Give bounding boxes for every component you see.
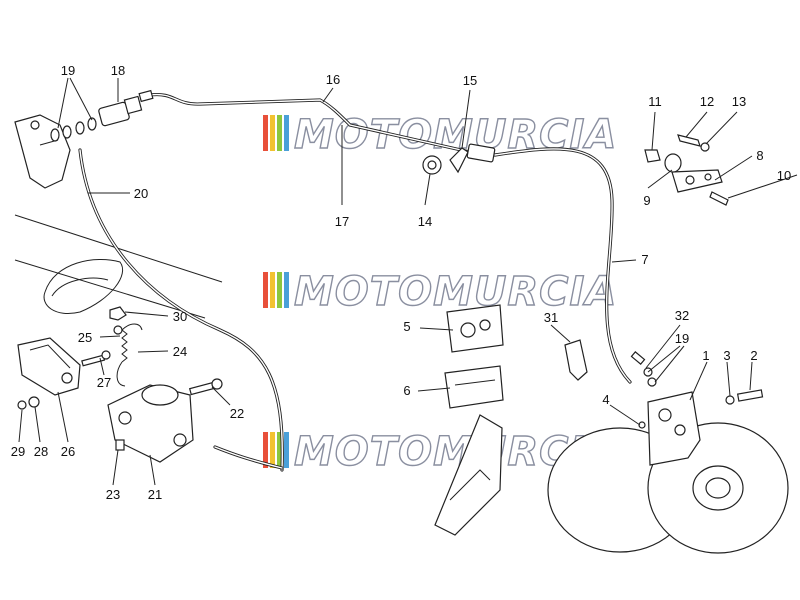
watermark-stripe <box>263 272 268 308</box>
callout-17: 17 <box>335 214 349 229</box>
rear-caliper <box>107 384 194 463</box>
watermark-stripe <box>263 115 268 151</box>
callout-32: 32 <box>675 308 689 323</box>
callout-31: 31 <box>544 310 558 325</box>
callout-15: 15 <box>463 73 477 88</box>
bolt-22 <box>188 378 223 396</box>
callout-labels: 1 2 3 4 5 6 7 8 9 10 11 12 13 14 15 16 1… <box>11 63 791 502</box>
caliper-bolt-2 <box>725 389 764 405</box>
callout-13: 13 <box>732 94 746 109</box>
watermark-stripe <box>277 432 282 468</box>
watermark-stripe <box>277 272 282 308</box>
pad-kit-large <box>434 414 503 536</box>
callout-18: 18 <box>111 63 125 78</box>
bolt-27 <box>81 350 111 367</box>
callout-10: 10 <box>777 168 791 183</box>
nut-30 <box>109 306 127 335</box>
callout-21: 21 <box>148 487 162 502</box>
pad-kit-5 <box>446 304 504 353</box>
callout-27: 27 <box>97 375 111 390</box>
rear-reservoir <box>14 114 71 189</box>
watermark-text: MOTOMURCIA <box>294 112 617 158</box>
callout-5: 5 <box>403 319 410 334</box>
brake-light-switch <box>98 89 154 127</box>
watermark-stripe <box>277 115 282 151</box>
hose-fitting-15 <box>449 143 496 174</box>
bracket-31 <box>564 339 588 381</box>
watermark-stripe <box>270 272 275 308</box>
frame-outline <box>14 214 223 319</box>
leader-lines <box>18 77 798 486</box>
watermark-stripe <box>263 432 268 468</box>
nut-washers-28-29 <box>17 396 40 410</box>
caliper-bracket-26 <box>17 337 81 396</box>
spring-24 <box>116 323 143 387</box>
callout-6: 6 <box>403 383 410 398</box>
callout-8: 8 <box>756 148 763 163</box>
grommet-14 <box>422 155 442 175</box>
callout-1: 1 <box>702 348 709 363</box>
watermark-stripe <box>270 115 275 151</box>
watermark-stripe <box>270 432 275 468</box>
hose-bracket <box>644 134 729 206</box>
callout-29: 29 <box>11 444 25 459</box>
callout-9: 9 <box>643 193 650 208</box>
callout-19-upper: 19 <box>61 63 75 78</box>
callout-19-lower: 19 <box>675 331 689 346</box>
brake-hoses <box>78 92 632 472</box>
front-caliper <box>647 391 701 466</box>
callout-2: 2 <box>750 348 757 363</box>
callout-25: 25 <box>78 330 92 345</box>
callout-20: 20 <box>134 186 148 201</box>
callout-3: 3 <box>723 348 730 363</box>
watermark-stripe <box>284 432 289 468</box>
watermark-text: MOTOMURCIA <box>294 269 617 315</box>
callout-14: 14 <box>418 214 432 229</box>
watermark-stripe <box>284 115 289 151</box>
callout-7: 7 <box>641 252 648 267</box>
banjo-washers <box>50 117 97 142</box>
callout-22: 22 <box>230 406 244 421</box>
callout-26: 26 <box>61 444 75 459</box>
bleeder-23 <box>115 439 125 451</box>
callout-23: 23 <box>106 487 120 502</box>
callout-30: 30 <box>173 309 187 324</box>
watermark-top: MOTOMURCIA <box>263 111 617 159</box>
washer-4 <box>638 421 646 429</box>
callout-24: 24 <box>173 344 187 359</box>
watermark-stripe <box>284 272 289 308</box>
callout-28: 28 <box>34 444 48 459</box>
pad-kit-6 <box>444 365 504 409</box>
callout-16: 16 <box>326 72 340 87</box>
watermark-middle: MOTOMURCIA <box>263 268 617 316</box>
callout-11: 11 <box>648 94 662 109</box>
callout-4: 4 <box>602 392 609 407</box>
callout-12: 12 <box>700 94 714 109</box>
